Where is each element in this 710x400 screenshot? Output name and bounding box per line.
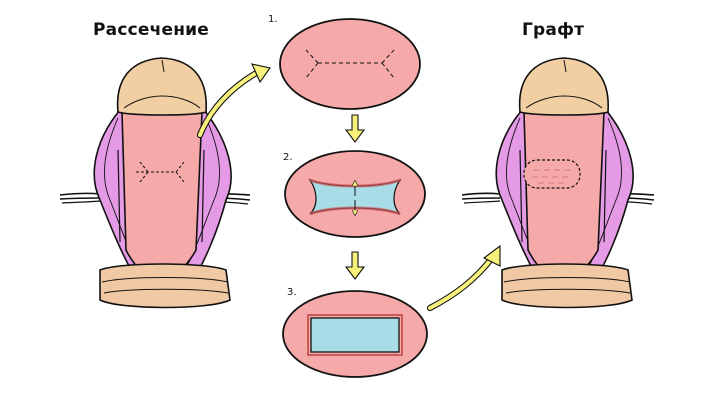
right-shaft bbox=[523, 111, 605, 283]
left-glans bbox=[116, 57, 207, 116]
step-1-label: 1. bbox=[268, 14, 278, 25]
step-3-label: 3. bbox=[287, 287, 297, 298]
left-incision-line bbox=[136, 161, 185, 183]
curved-arrow-left-to-step1 bbox=[196, 63, 271, 139]
left-illustration bbox=[59, 57, 251, 309]
curved-arrow-step3-to-right bbox=[426, 244, 501, 312]
step-1-oval bbox=[279, 18, 421, 110]
right-base-collar bbox=[501, 263, 633, 309]
right-graft-patch bbox=[523, 159, 581, 189]
dissection-title: Рассечение bbox=[93, 20, 210, 40]
step-2-label: 2. bbox=[283, 152, 293, 163]
right-glans bbox=[518, 57, 609, 116]
step-2-oval bbox=[284, 150, 426, 238]
down-arrow-1 bbox=[344, 114, 366, 143]
right-illustration bbox=[461, 57, 655, 309]
down-arrow-2 bbox=[344, 251, 366, 280]
left-base-collar bbox=[99, 263, 231, 309]
step-3-oval bbox=[282, 290, 428, 378]
left-shaft bbox=[121, 111, 203, 283]
graft-title: Графт bbox=[522, 20, 585, 40]
